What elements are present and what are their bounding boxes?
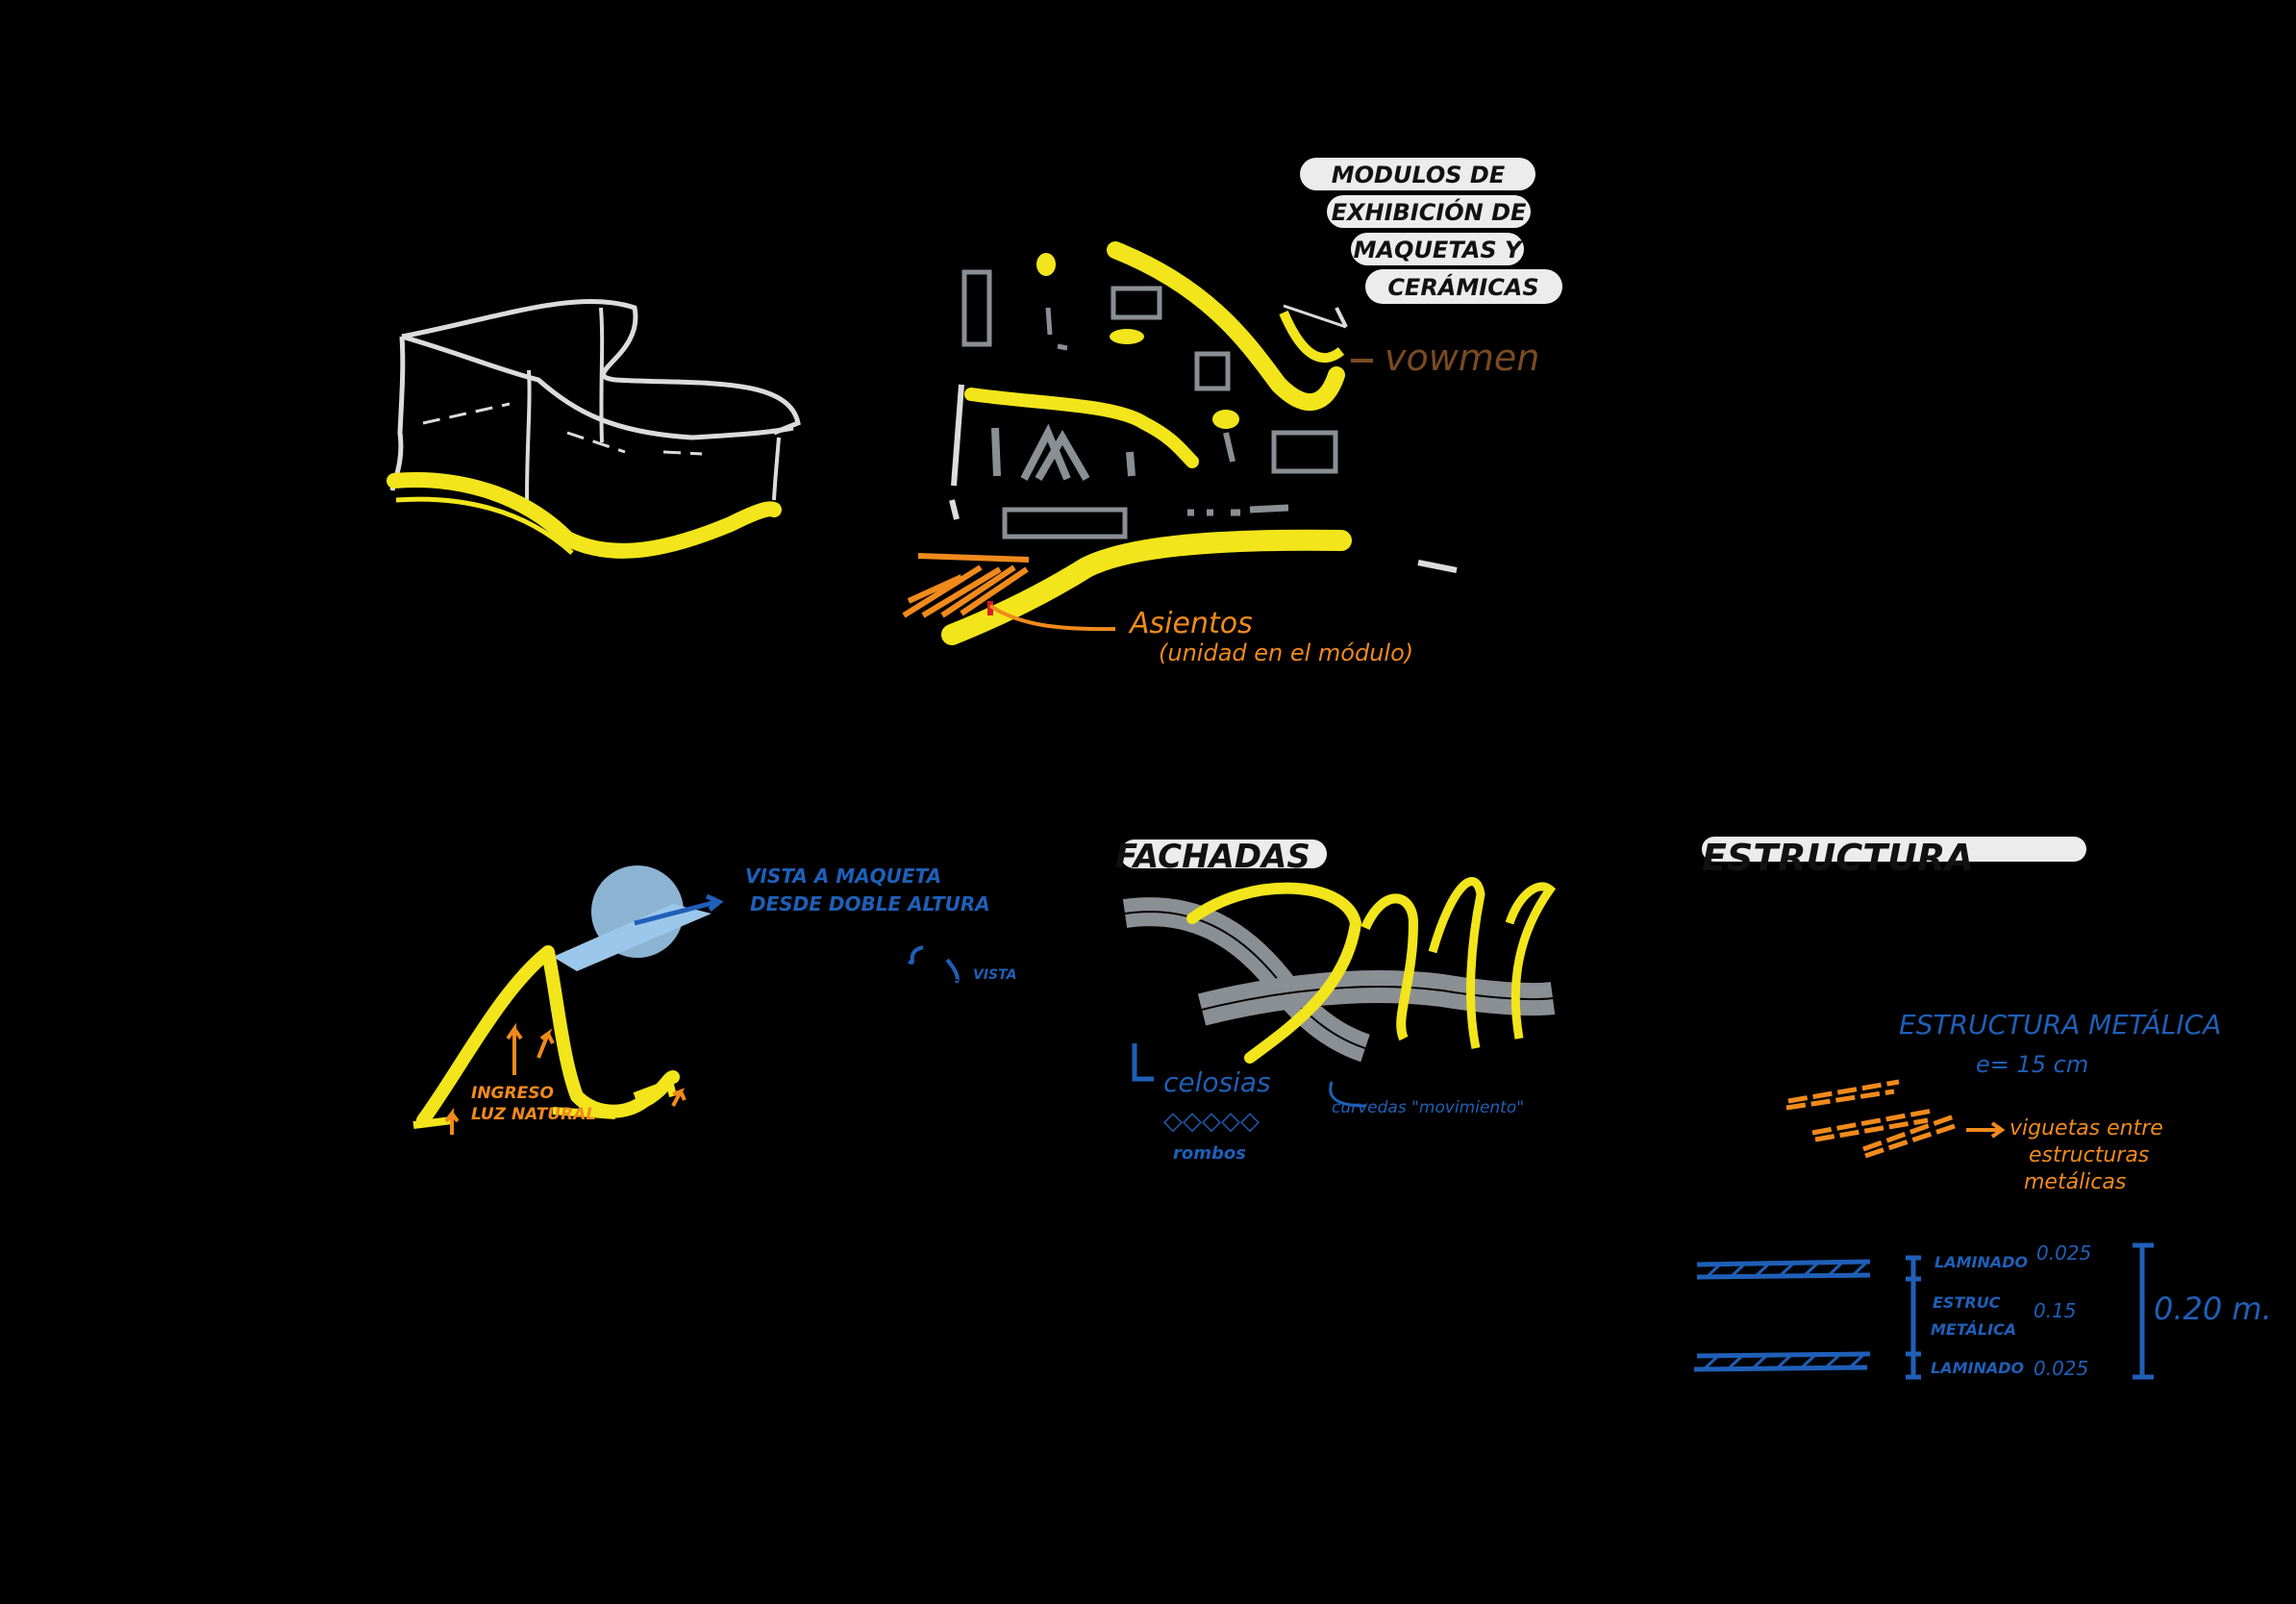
total-thickness: 0.20 m. (2154, 1291, 2272, 1327)
layer-value: 0.025 (2036, 1241, 2091, 1265)
layer-name: LAMINADO (1934, 1253, 2029, 1271)
ingreso-line: LUZ NATURAL (471, 1105, 596, 1124)
modules-title-line: MODULOS DE (1332, 162, 1506, 188)
estructura-title: ESTRUCTURA (1702, 837, 1974, 879)
curvas-label: curvedas "movimiento" (1332, 1098, 1524, 1117)
asientos-note: (unidad en el módulo) (1159, 639, 1413, 666)
viguetas-line: metálicas (2024, 1170, 2126, 1194)
layer-name: LAMINADO (1931, 1359, 2025, 1377)
modules-title: MODULOS DE EXHIBICIÓN DE MAQUETAS Y CERÁ… (1300, 158, 1562, 304)
vista-line: DESDE DOBLE ALTURA (750, 892, 990, 915)
modules-title-line: EXHIBICIÓN DE (1332, 197, 1527, 226)
curved-volume-sketch (387, 298, 801, 559)
vista-small-label: VISTA (973, 967, 1016, 983)
modules-diagram (902, 241, 1458, 645)
estructura-title-bg (1702, 837, 2086, 862)
facade-lattice-sketch (1122, 877, 1557, 1108)
fachadas-title: FACHADAS (1115, 838, 1310, 876)
celosias-label: celosias (1163, 1066, 1271, 1098)
layer-name: ESTRUC (1933, 1293, 2001, 1312)
layer-name: METÁLICA (1931, 1320, 2016, 1339)
espesor-label: e= 15 cm (1976, 1051, 2088, 1078)
modules-title-line: MAQUETAS Y (1354, 237, 1524, 263)
layer-value: 0.15 (2034, 1299, 2077, 1322)
rombos-symbols: ◇◇◇◇◇ (1163, 1107, 1260, 1136)
viguetas-sketch (1785, 1079, 2006, 1159)
modules-title-line: CERÁMICAS (1387, 273, 1538, 301)
asientos-label: Asientos (1128, 607, 1253, 640)
viguetas-line: viguetas entre (2009, 1116, 2163, 1140)
vista-line: VISTA A MAQUETA (745, 865, 941, 888)
viguetas-line: estructuras (2029, 1143, 2149, 1167)
volumen-label: vowmen (1385, 337, 1539, 379)
ingreso-line: INGRESO (471, 1084, 554, 1103)
estructura-metalica-label: ESTRUCTURA METÁLICA (1899, 1008, 2221, 1040)
layer-section-sketch (1693, 1242, 2154, 1380)
fachadas-title-bg (1120, 840, 1327, 868)
double-height-section (412, 865, 960, 1135)
layer-value: 0.025 (2034, 1357, 2088, 1380)
rombos-label: rombos (1173, 1143, 1246, 1164)
